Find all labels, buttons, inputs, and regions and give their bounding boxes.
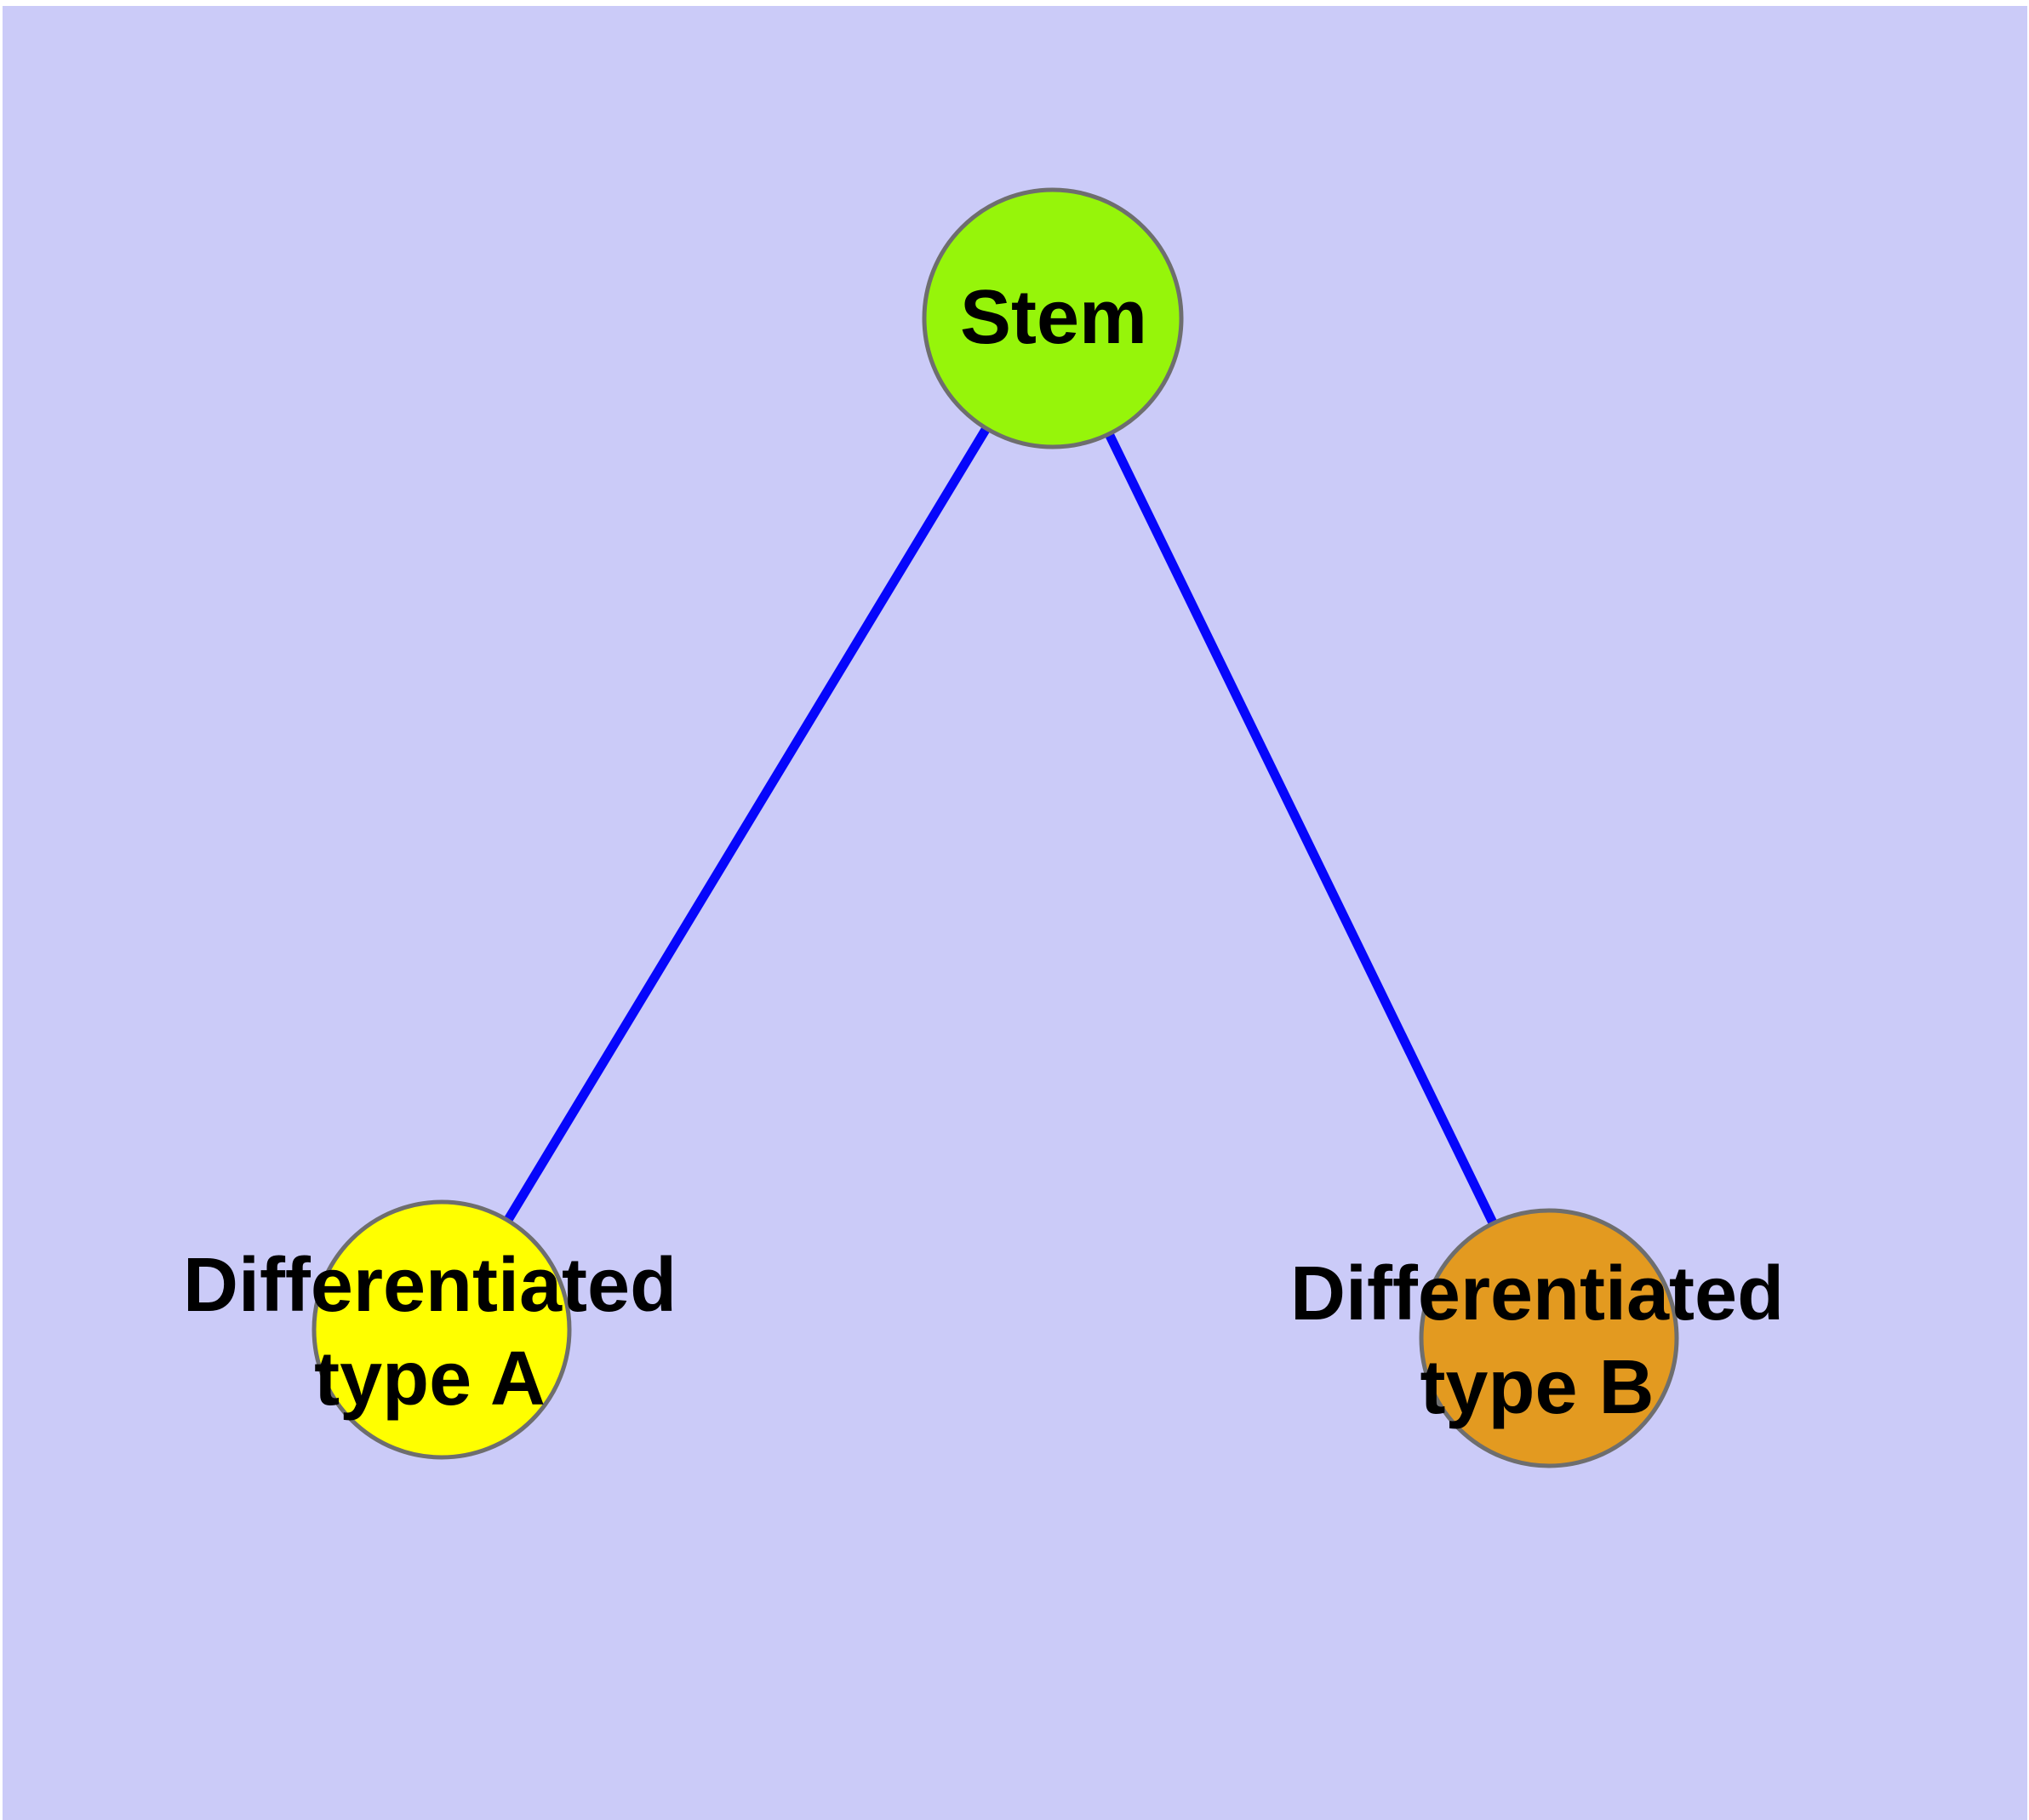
edge-stem-to-type-a	[437, 316, 1057, 1332]
node-type-b-label: Differentiated type B	[1289, 1251, 1785, 1430]
node-type-a-label: Differentiated type A	[182, 1243, 677, 1422]
node-stem-label: Stem	[959, 275, 1148, 361]
node-stem-circle	[922, 187, 1184, 449]
edge-stem-to-type-b	[1049, 316, 1553, 1341]
node-type-a-circle	[311, 1199, 572, 1460]
node-type-b-circle	[1419, 1208, 1679, 1468]
